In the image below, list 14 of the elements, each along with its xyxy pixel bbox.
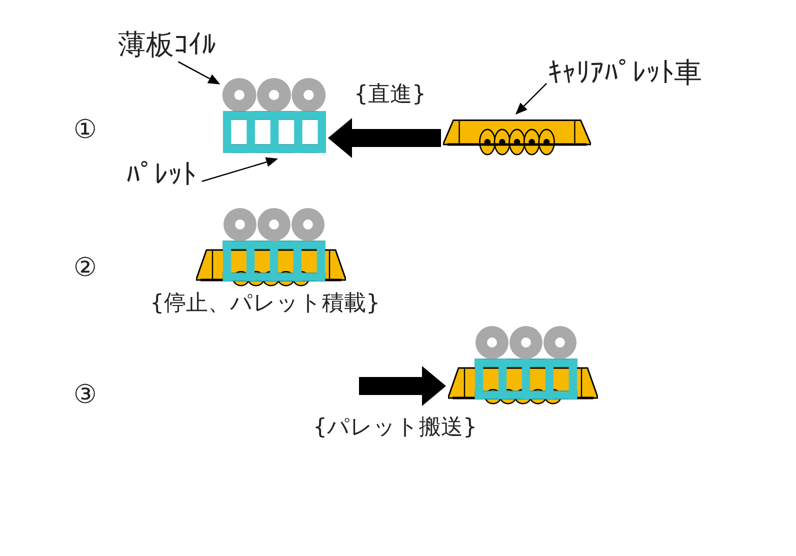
step-number: ② bbox=[74, 254, 97, 282]
leader-arrow bbox=[202, 157, 278, 182]
part-label: ﾊﾟﾚｯﾄ bbox=[126, 160, 196, 191]
leader-arrow bbox=[178, 61, 220, 84]
leader-arrow bbox=[515, 82, 548, 115]
edge-label: {直進} bbox=[354, 83, 426, 108]
block-arrow bbox=[359, 366, 446, 406]
block-arrow bbox=[328, 118, 441, 158]
step-number: ③ bbox=[74, 380, 97, 410]
step-caption: {停止、パレット積載} bbox=[150, 292, 380, 316]
part-label: ｷｬﾘｱﾊﾟﾚｯﾄ車 bbox=[548, 58, 702, 89]
edge-label: {パレット搬送} bbox=[313, 416, 477, 440]
part-label: 薄板ｺｲﾙ bbox=[118, 30, 216, 61]
step-number: ① bbox=[74, 116, 97, 144]
